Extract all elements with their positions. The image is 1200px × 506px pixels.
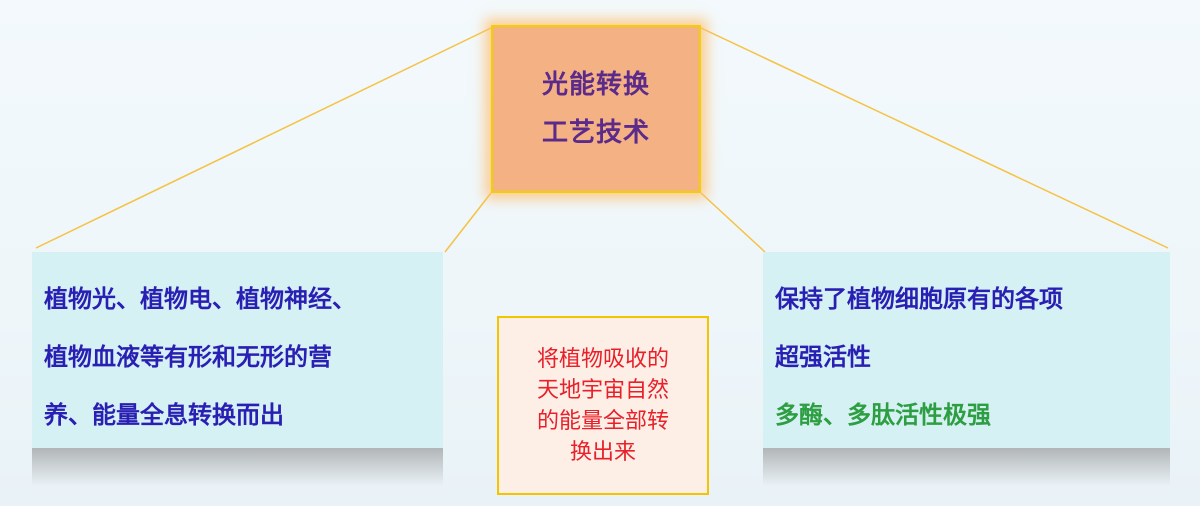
left-box-shadow xyxy=(32,448,443,486)
middle-box-line-4: 换出来 xyxy=(569,439,636,465)
right-box-shadow xyxy=(763,448,1170,486)
top-box-line-2: 工艺技术 xyxy=(541,118,650,148)
left-box-line-1: 植物光、植物电、植物神经、 xyxy=(44,285,356,313)
top-box: 光能转换 工艺技术 xyxy=(491,25,701,193)
middle-box-line-2: 天地宇宙自然 xyxy=(536,377,669,403)
left-box: 植物光、植物电、植物神经、 植物血液等有形和无形的营 养、能量全息转换而出 xyxy=(32,252,443,448)
connector-left-mid xyxy=(444,192,492,253)
connector-right-mid xyxy=(700,192,766,253)
right-box-highlight: 多酶、多肽活性极强 xyxy=(775,401,991,429)
middle-box-line-3: 的能量全部转 xyxy=(536,408,669,434)
right-box: 保持了植物细胞原有的各项 超强活性 多酶、多肽活性极强 xyxy=(763,252,1170,448)
left-box-line-3: 养、能量全息转换而出 xyxy=(44,401,284,429)
connector-right-top xyxy=(700,27,1169,249)
middle-box-line-1: 将植物吸收的 xyxy=(536,346,669,372)
top-box-line-1: 光能转换 xyxy=(541,70,650,100)
middle-box: 将植物吸收的 天地宇宙自然 的能量全部转 换出来 xyxy=(497,316,709,495)
connector-left-top xyxy=(35,27,492,249)
right-box-line-2: 超强活性 xyxy=(775,343,871,371)
left-box-line-2: 植物血液等有形和无形的营 xyxy=(44,343,332,371)
right-box-line-1: 保持了植物细胞原有的各项 xyxy=(775,285,1063,313)
